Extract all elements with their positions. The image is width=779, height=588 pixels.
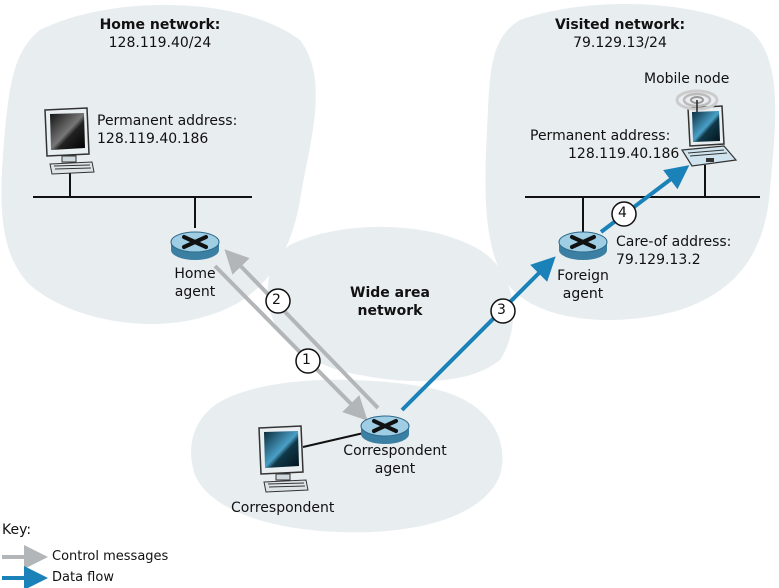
home-network-cloud — [1, 4, 316, 324]
wireless-signal-icon — [675, 89, 719, 112]
key-data-label: Data flow — [52, 570, 114, 585]
home-agent-label-line1: Home — [174, 266, 216, 282]
control-arrow-1 — [213, 264, 368, 421]
home-host-address-label: Permanent address: — [97, 113, 238, 129]
care-of-address: 79.129.13.2 — [616, 252, 701, 268]
foreign-agent-label-line1: Foreign — [557, 268, 609, 284]
wan-label-line2: network — [357, 303, 423, 319]
data-arrow-3 — [400, 256, 556, 412]
step-circle-1 — [295, 348, 321, 374]
care-of-address-label: Care-of address: — [616, 234, 732, 250]
mobile-node-address-label: Permanent address: — [530, 128, 671, 144]
home-lan — [33, 173, 252, 228]
mobile-node-laptop-icon — [680, 105, 738, 167]
mobile-node-label: Mobile node — [644, 71, 730, 87]
home-agent-label-line2: agent — [174, 284, 216, 300]
visited-network-title: Visited network: — [554, 17, 686, 33]
home-agent-router-icon — [170, 231, 220, 260]
control-arrow-2 — [224, 249, 380, 410]
foreign-agent-router-icon — [558, 231, 608, 260]
correspondent-link — [302, 431, 369, 448]
mobile-node-address: 128.119.40.186 — [568, 146, 680, 162]
wan-label-line1: Wide area — [350, 285, 430, 301]
correspondent-cloud — [191, 379, 503, 533]
correspondent-label: Correspondent — [231, 500, 335, 516]
wan-cloud — [267, 226, 514, 382]
home-network-subnet: 128.119.40/24 — [108, 35, 212, 51]
correspondent-agent-router-icon — [360, 415, 410, 444]
visited-network-subnet: 79.129.13/24 — [573, 35, 667, 51]
home-host-address: 128.119.40.186 — [97, 131, 209, 147]
step-circle-2 — [265, 288, 291, 314]
step-circle-4 — [611, 201, 637, 227]
visited-lan — [525, 165, 760, 232]
key-control-label: Control messages — [52, 549, 169, 564]
correspondent-agent-label-line1: Correspondent — [343, 443, 447, 459]
home-network-title: Home network: — [99, 17, 221, 33]
step-label-4: 4 — [618, 205, 627, 221]
correspondent-agent-label-line2: agent — [374, 461, 416, 477]
step-label-3: 3 — [497, 302, 506, 318]
step-label-1: 1 — [302, 352, 311, 368]
visited-network-cloud — [485, 3, 776, 321]
key-title: Key: — [2, 522, 32, 538]
step-label-2: 2 — [272, 292, 281, 308]
home-host-desktop-icon — [44, 107, 95, 175]
foreign-agent-label-line2: agent — [562, 286, 604, 302]
step-circle-3 — [490, 298, 516, 324]
correspondent-desktop-icon — [258, 425, 309, 493]
